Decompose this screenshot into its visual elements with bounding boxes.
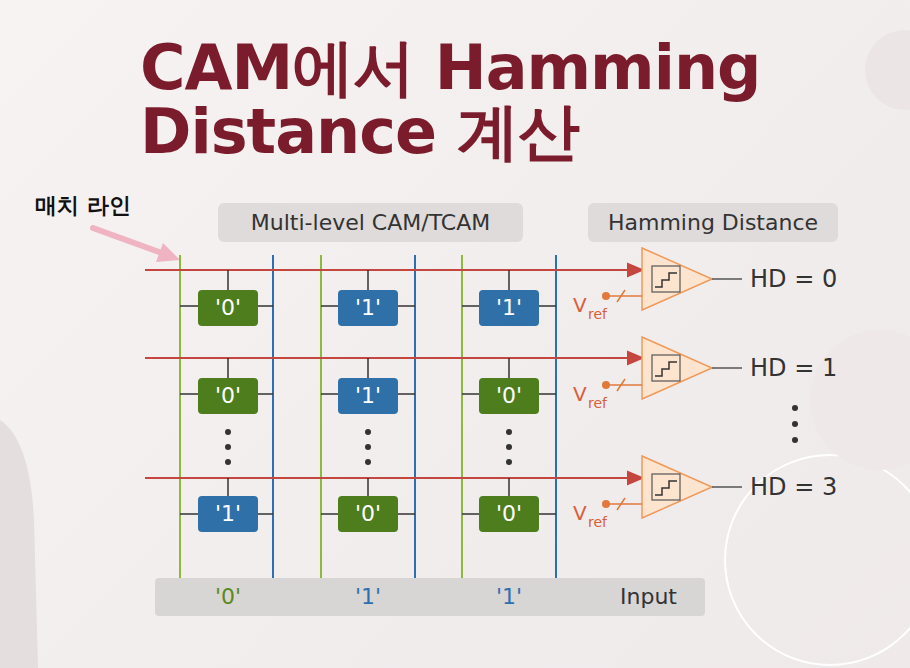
output-label: HD = 3 [750, 473, 837, 502]
pointer-arrow [93, 228, 159, 252]
ellipsis-dots [225, 405, 798, 465]
cam-cell: '1' [198, 496, 258, 532]
bit-value: '0' [496, 501, 522, 527]
cam-cell: '1' [338, 290, 398, 326]
input-bit: '1' [355, 584, 381, 610]
signal-name: V [573, 501, 587, 525]
header-tag: Hamming Distance [588, 203, 838, 242]
bit-line [320, 255, 322, 578]
bg-person-edge [0, 420, 38, 668]
header-tag: Multi-level CAM/TCAM [218, 203, 523, 242]
cam-cell: '1' [479, 290, 539, 326]
bit-value: '1' [355, 383, 381, 409]
comparator-symbol [602, 337, 742, 399]
cam-cell: '0' [198, 290, 258, 326]
signal-name: V [573, 293, 587, 317]
cam-cell: '0' [338, 496, 398, 532]
cell-wiring [180, 270, 556, 514]
signal-subscript: ref [588, 306, 607, 323]
bit-line [179, 255, 181, 578]
bit-line [555, 255, 557, 578]
bit-line [461, 255, 463, 578]
pointer-arrowhead [156, 243, 180, 262]
input-bar: '0' '1' '1' Input [155, 578, 705, 616]
bit-value: '0' [496, 383, 522, 409]
match-arrowhead [628, 264, 642, 276]
input-bit: '0' [215, 584, 241, 610]
signal-subscript: ref [588, 395, 607, 412]
match-line [145, 269, 630, 271]
input-bit: '1' [496, 584, 522, 610]
bg-circle [865, 30, 910, 110]
match-line [145, 357, 630, 359]
signal-name: V [573, 382, 587, 406]
bit-value: '0' [215, 383, 241, 409]
cam-cell: '0' [479, 378, 539, 414]
callout-label: 매치 라인 [35, 193, 131, 219]
output-label: HD = 1 [750, 354, 837, 383]
match-arrowhead [628, 472, 642, 484]
header-text: Multi-level CAM/TCAM [251, 210, 490, 236]
bit-value: '0' [355, 501, 381, 527]
match-lines [145, 264, 642, 484]
output-label: HD = 0 [750, 265, 837, 294]
match-line [145, 477, 630, 479]
comparator-symbol [602, 248, 742, 310]
cam-cell: '1' [338, 378, 398, 414]
comparators [602, 248, 742, 518]
cam-cell: '0' [479, 496, 539, 532]
bit-line [414, 255, 416, 578]
title: CAM에서 Hamming Distance 계산 [140, 36, 870, 164]
match-arrowhead [628, 352, 642, 364]
signal-subscript: ref [588, 514, 607, 531]
input-label: Input [620, 584, 677, 610]
bit-value: '1' [215, 501, 241, 527]
bit-line [272, 255, 274, 578]
cam-cell: '0' [198, 378, 258, 414]
bit-value: '1' [355, 295, 381, 321]
bit-lines [180, 255, 556, 578]
bg-ring [725, 455, 910, 665]
bg-circle [810, 330, 910, 470]
bit-value: '1' [496, 295, 522, 321]
bit-value: '0' [215, 295, 241, 321]
comparator-symbol [602, 456, 742, 518]
header-text: Hamming Distance [608, 210, 818, 236]
